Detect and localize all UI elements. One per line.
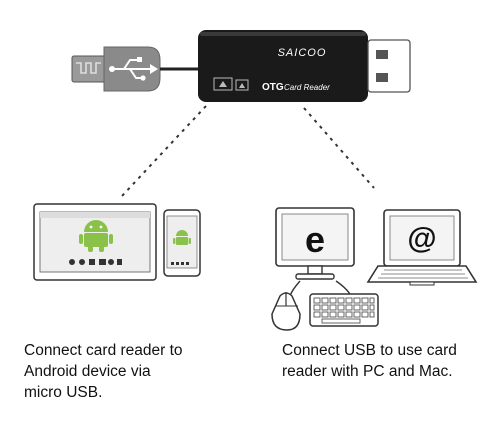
caption-line: Android device via [24,363,151,380]
otg-card-reader-device: SAICOO OTG Card Reader [71,30,411,102]
android-tablet [33,203,157,281]
caption-pc-mac: Connect USB to use card reader with PC a… [282,340,457,382]
card-slot-marker [213,77,233,91]
caption-line: Connect card reader to [24,342,183,359]
laptop: @ [366,209,478,286]
email-at-icon: @ [407,222,436,255]
otg-badge: OTG [262,82,284,93]
connector-line-right [303,107,375,189]
keyboard [309,293,379,327]
usb-a-plug [367,39,411,93]
caption-line: micro USB. [24,384,103,401]
brand-logo: SAICOO [278,47,327,59]
connector-line-left [121,105,207,197]
keyboard-cable [335,280,351,295]
mouse [271,292,301,331]
card-slot-marker [235,79,249,91]
caption-line: Connect USB to use card [282,342,457,359]
android-icon [173,230,191,245]
android-icon [79,220,113,252]
card-reader-body [198,30,368,102]
caption-line: reader with PC and Mac. [282,363,453,380]
product-label: Card Reader [284,83,330,92]
mouse-cable [289,280,301,297]
desktop-monitor: e [275,207,355,280]
usb-symbol-icon [109,57,158,81]
browser-icon: e [305,219,325,260]
micro-usb-plug [71,46,161,92]
caption-android: Connect card reader to Android device vi… [24,340,183,403]
android-phone [163,209,201,277]
app-dock-icons [69,259,122,265]
